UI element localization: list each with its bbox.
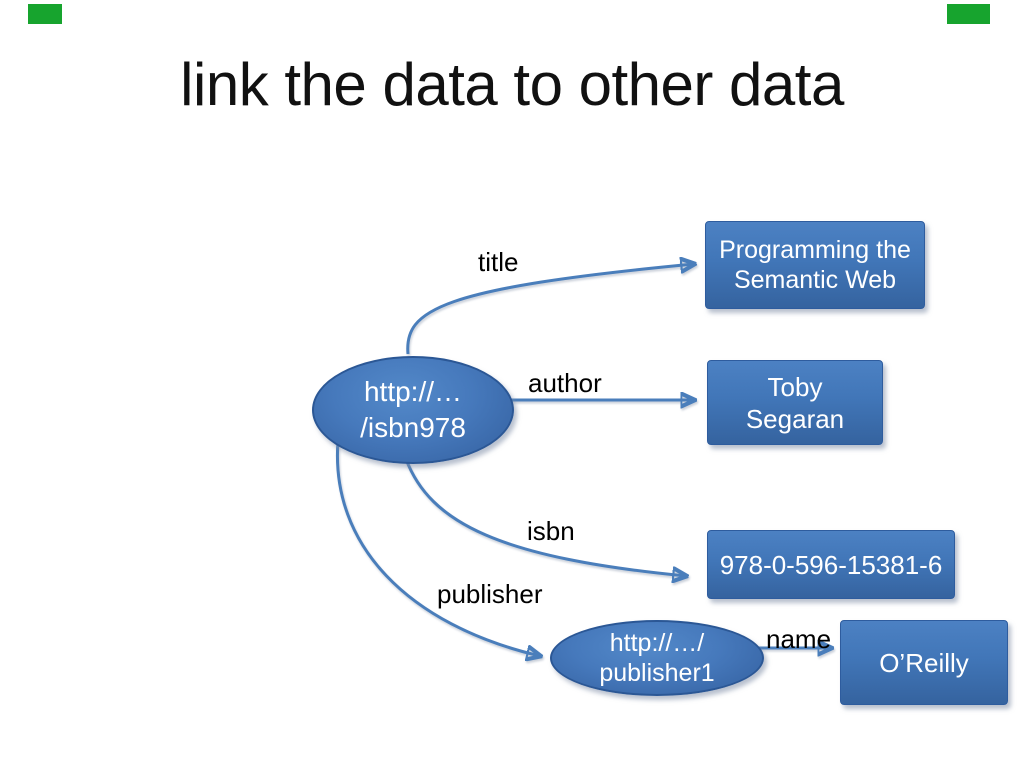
edge-label-author: author xyxy=(528,368,602,398)
node-isbn-resource-line2: /isbn978 xyxy=(360,412,466,443)
edge-label-isbn: isbn xyxy=(527,516,575,546)
edge-publisher-arrow xyxy=(335,440,540,656)
slide-title: link the data to other data xyxy=(180,51,844,118)
node-publisher-name-line1: O’Reilly xyxy=(879,647,969,678)
edge-label-name: name xyxy=(766,624,832,654)
edge-title-arrow xyxy=(406,264,694,355)
node-publisher-resource: http://…/ publisher1 xyxy=(550,620,764,696)
node-book-title: Programming the Semantic Web xyxy=(705,221,925,309)
node-author-line2: Segaran xyxy=(745,403,845,434)
corner-accent-right xyxy=(947,4,990,24)
node-isbn-resource: http://… /isbn978 xyxy=(312,356,514,464)
edge-label-publisher: publisher xyxy=(437,579,543,609)
node-book-title-line2: Semantic Web xyxy=(733,266,897,294)
node-author-line1: Toby xyxy=(767,371,823,402)
node-isbn-resource-line1: http://… xyxy=(363,376,463,407)
node-isbn-value: 978-0-596-15381-6 xyxy=(707,530,955,599)
edge-label-title: title xyxy=(478,247,519,277)
node-publisher-resource-line2: publisher1 xyxy=(599,659,715,687)
node-publisher-name: O’Reilly xyxy=(840,620,1008,705)
node-author: Toby Segaran xyxy=(707,360,883,445)
node-book-title-line1: Programming the xyxy=(719,236,911,264)
edge-isbn-arrow xyxy=(404,458,686,576)
node-publisher-resource-line1: http://…/ xyxy=(609,629,705,657)
node-isbn-value-line1: 978-0-596-15381-6 xyxy=(719,549,943,580)
corner-accent-left xyxy=(28,4,62,24)
